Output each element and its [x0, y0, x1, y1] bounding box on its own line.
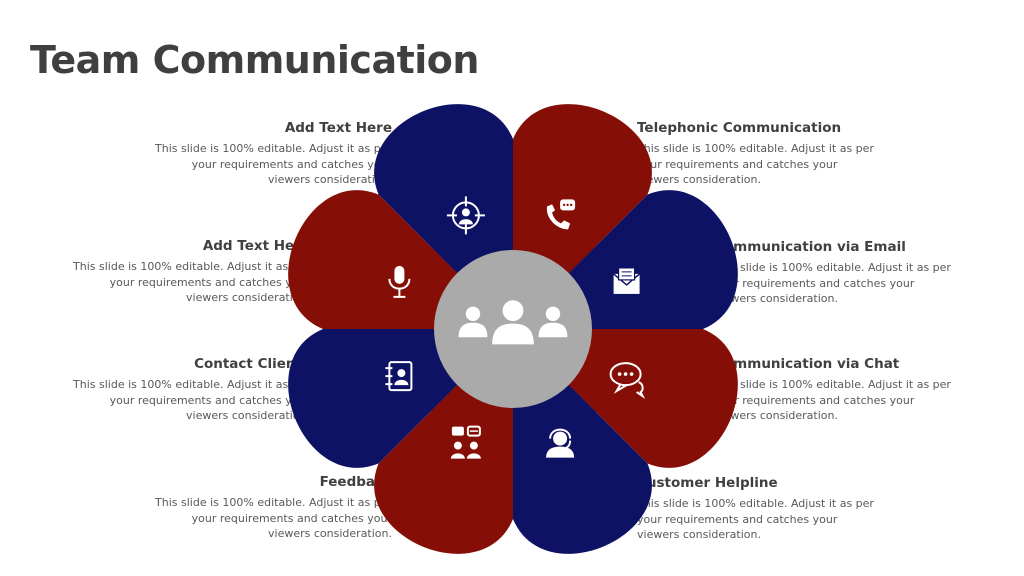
item-body: This slide is 100% editable. Adjust it a… — [155, 142, 392, 186]
item-body: This slide is 100% editable. Adjust it a… — [714, 261, 951, 305]
item-body: This slide is 100% editable. Adjust it a… — [73, 378, 310, 422]
text-block-bottom-left: Feedback This slide is 100% editable. Ad… — [152, 474, 392, 542]
item-heading: Add Text Here — [284, 120, 392, 136]
item-body: This slide is 100% editable. Adjust it a… — [155, 496, 392, 540]
text-block-top-left: Add Text Here This slide is 100% editabl… — [152, 120, 392, 188]
feedback-people-icon — [450, 425, 481, 459]
item-heading: Communication via Chat — [714, 356, 900, 372]
item-body: This slide is 100% editable. Adjust it a… — [637, 497, 874, 541]
item-body: This slide is 100% editable. Adjust it a… — [73, 260, 310, 304]
text-block-top-right: Telephonic Communication This slide is 1… — [637, 120, 877, 188]
text-block-right-upper: Communication via Email This slide is 10… — [714, 239, 954, 307]
microphone-icon — [388, 265, 411, 298]
text-block-left-lower: Contact Clients This slide is 100% edita… — [70, 356, 310, 424]
chat-bubbles-icon — [609, 362, 646, 400]
text-block-left-upper: Add Text Here This slide is 100% editabl… — [70, 238, 310, 306]
item-heading: Customer Helpline — [637, 475, 778, 491]
item-heading: Communication via Email — [714, 239, 906, 255]
target-person-icon — [446, 196, 485, 235]
text-block-bottom-right: Customer Helpline This slide is 100% edi… — [637, 475, 877, 543]
item-body: This slide is 100% editable. Adjust it a… — [637, 142, 874, 186]
item-heading: Feedback — [319, 474, 392, 490]
headset-icon — [546, 428, 575, 458]
item-body: This slide is 100% editable. Adjust it a… — [714, 378, 951, 422]
contact-book-icon — [385, 361, 413, 392]
item-heading: Telephonic Communication — [637, 120, 842, 136]
item-heading: Contact Clients — [194, 356, 310, 372]
email-icon — [613, 267, 641, 294]
item-heading: Add Text Here — [202, 238, 310, 254]
text-block-right-lower: Communication via Chat This slide is 100… — [714, 356, 954, 424]
phone-chat-icon — [546, 199, 576, 230]
page-title: Team Communication — [30, 38, 479, 82]
